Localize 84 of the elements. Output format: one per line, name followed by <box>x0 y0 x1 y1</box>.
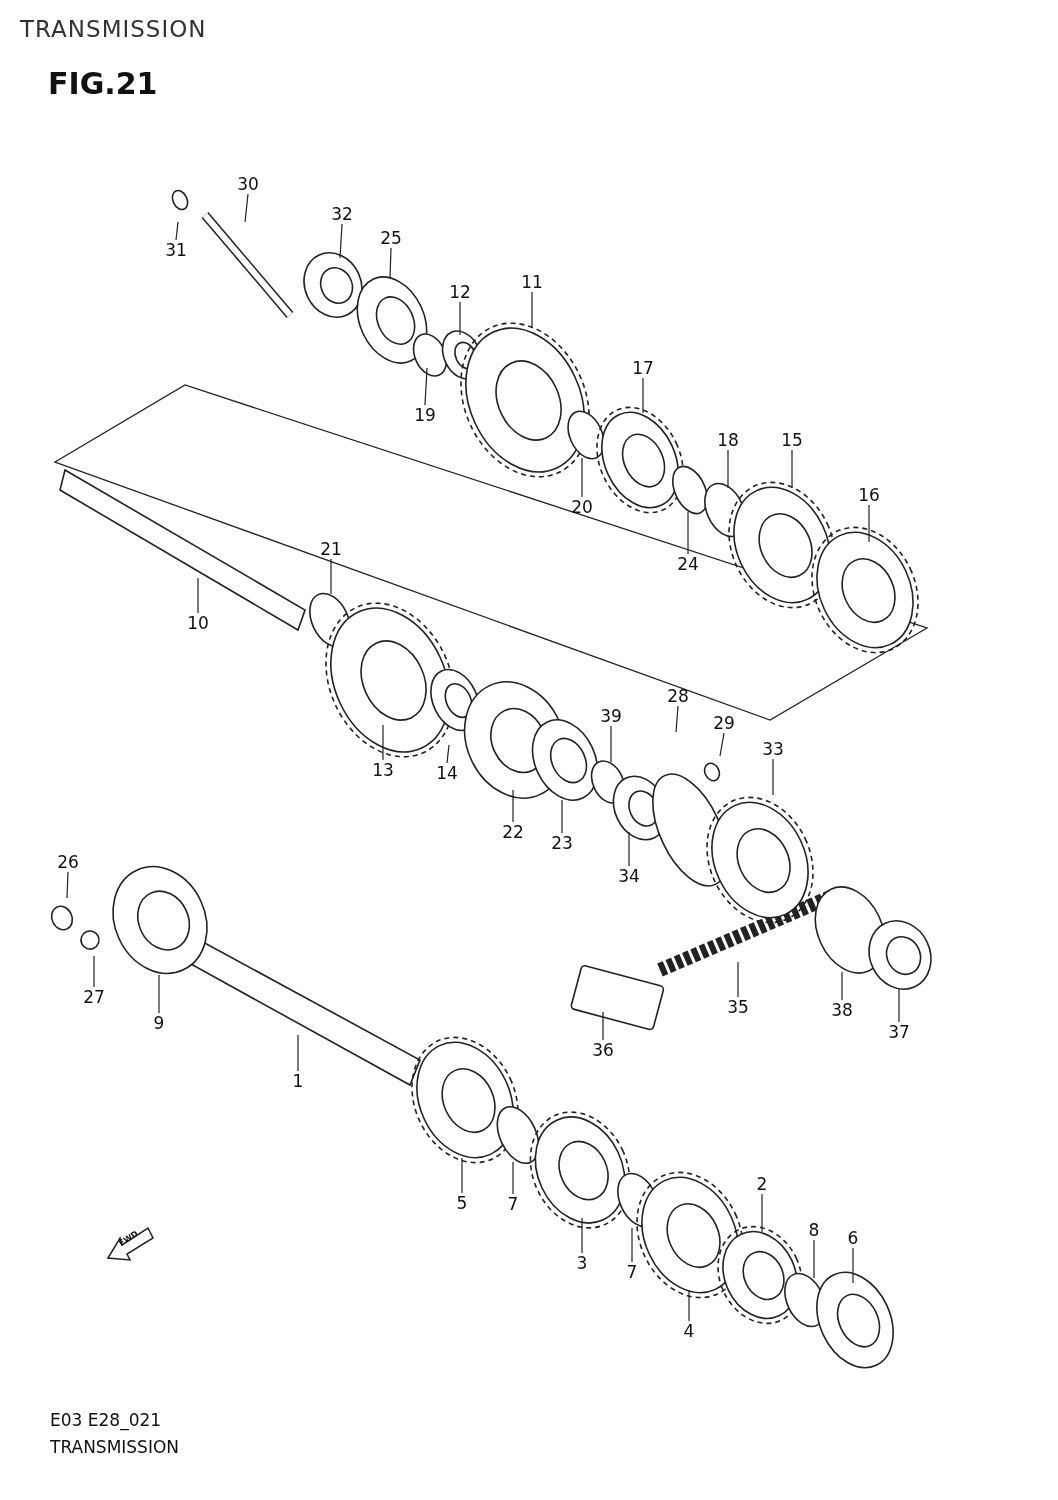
leader-line <box>424 367 428 406</box>
callout-number: 20 <box>570 497 594 517</box>
callout-number: 23 <box>550 833 574 853</box>
leader-line <box>761 1193 763 1233</box>
leader-line <box>175 221 179 241</box>
callout-number: 3 <box>575 1253 589 1273</box>
callout-number: 5 <box>455 1193 469 1213</box>
leader-line <box>581 1217 583 1254</box>
callout-number: 7 <box>506 1194 520 1214</box>
leader-line <box>868 504 870 543</box>
callout-number: 30 <box>236 174 260 194</box>
figure-number: FIG.21 <box>48 66 158 101</box>
leader-line <box>330 558 332 595</box>
leader-line <box>297 1034 299 1072</box>
callout-number: 10 <box>186 613 210 633</box>
callout-number: 33 <box>761 739 785 759</box>
leader-line <box>244 193 249 223</box>
callout-number: 4 <box>682 1321 696 1341</box>
callout-number: 19 <box>413 405 437 425</box>
leader-line <box>66 871 69 899</box>
callout-number: 29 <box>712 713 736 733</box>
leader-line <box>339 223 343 259</box>
callout-number: 12 <box>448 282 472 302</box>
leader-line <box>531 291 533 329</box>
callout-number: 26 <box>56 852 80 872</box>
callout-number: 17 <box>631 358 655 378</box>
leader-line <box>813 1239 815 1279</box>
leader-line <box>791 449 793 489</box>
callout-number: 6 <box>846 1228 860 1248</box>
callout-number: 34 <box>617 866 641 886</box>
callout-number: 8 <box>807 1220 821 1240</box>
callout-number: 21 <box>319 539 343 559</box>
leader-line <box>688 1289 690 1322</box>
leader-line <box>602 1011 604 1041</box>
leader-line <box>719 732 725 757</box>
leader-line <box>898 987 900 1023</box>
callout-number: 32 <box>330 204 354 224</box>
callout-number: 22 <box>501 822 525 842</box>
leader-line <box>561 799 563 834</box>
leader-line <box>727 449 729 489</box>
callout-number: 38 <box>830 1000 854 1020</box>
callout-number: 24 <box>676 554 700 574</box>
leader-line <box>852 1247 854 1284</box>
leader-line <box>610 725 612 763</box>
leader-line <box>461 1157 463 1194</box>
leader-line <box>642 377 644 414</box>
callout-number: 27 <box>82 987 106 1007</box>
callout-number: 36 <box>591 1040 615 1060</box>
leader-line <box>581 457 583 498</box>
callout-number: 28 <box>666 686 690 706</box>
leader-line <box>631 1227 633 1263</box>
leader-line <box>841 971 843 1001</box>
callout-number: 1 <box>291 1071 305 1091</box>
drawing-code: E03 E28_021 <box>50 1410 162 1430</box>
callout-number: 39 <box>599 706 623 726</box>
leader-line <box>382 724 384 761</box>
leader-line <box>512 789 514 823</box>
leader-line <box>675 705 679 733</box>
leader-line <box>93 955 95 988</box>
callout-number: 2 <box>755 1174 769 1194</box>
leader-line <box>197 577 199 614</box>
callout-number: 15 <box>780 430 804 450</box>
callout-number: 7 <box>625 1262 639 1282</box>
leader-line <box>459 301 461 336</box>
callout-number: 9 <box>152 1013 166 1033</box>
leader-line <box>446 744 450 764</box>
callout-number: 16 <box>857 485 881 505</box>
callout-number: 11 <box>520 272 544 292</box>
leader-line <box>772 758 774 796</box>
callout-number: 25 <box>379 228 403 248</box>
page-title: TRANSMISSION <box>20 16 207 42</box>
callout-number: 35 <box>726 997 750 1017</box>
leader-line <box>737 961 739 998</box>
callout-number: 37 <box>887 1022 911 1042</box>
callout-number: 18 <box>716 430 740 450</box>
callout-number: 13 <box>371 760 395 780</box>
callout-number: 31 <box>164 240 188 260</box>
leader-line <box>158 974 160 1014</box>
leader-line <box>628 831 630 867</box>
callout-number: 14 <box>435 763 459 783</box>
drawing-caption: TRANSMISSION <box>50 1437 180 1457</box>
leader-line <box>512 1161 514 1195</box>
leader-line <box>389 247 392 279</box>
leader-line <box>687 511 689 555</box>
